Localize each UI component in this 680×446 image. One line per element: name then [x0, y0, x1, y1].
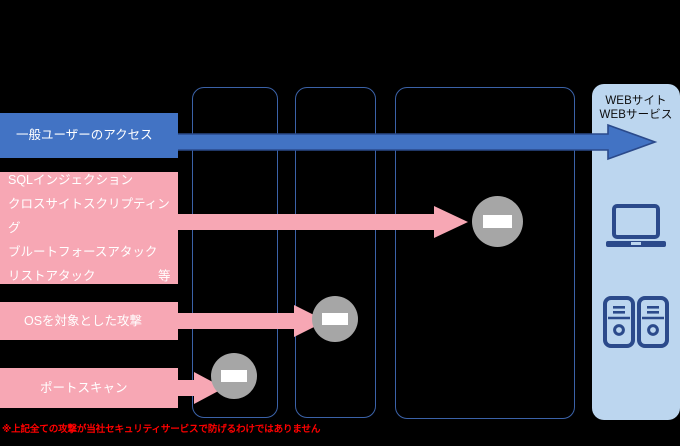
laptop-icon	[604, 202, 668, 254]
traffic-label-text: SQLインジェクション クロスサイトスクリプティング ブルートフォースアタック …	[8, 173, 171, 283]
blocked-traffic-arrow-port-scan	[178, 372, 224, 404]
web-service-title: WEBサイト WEBサービス	[599, 95, 673, 121]
block-bar-icon	[220, 369, 248, 383]
blocked-traffic-arrow-web-attacks	[178, 206, 468, 238]
traffic-label-os-targeted-attacks: OSを対象とした攻撃	[0, 302, 178, 340]
footnote-disclaimer: ※上記全ての攻撃が当社セキュリティサービスで防げるわけではありません	[2, 424, 321, 435]
traffic-label-text: OSを対象とした攻撃	[24, 313, 143, 328]
block-bar-icon	[482, 214, 513, 229]
blocked-marker-layer-1	[211, 353, 257, 399]
traffic-label-web-application-attacks: SQLインジェクション クロスサイトスクリプティング ブルートフォースアタック …	[0, 172, 178, 284]
defense-layer-column-3	[395, 87, 575, 419]
traffic-label-text: ポートスキャン	[40, 380, 128, 395]
traffic-label-port-scan: ポートスキャン	[0, 368, 178, 408]
defense-layer-column-1	[192, 87, 278, 418]
server-icon	[603, 292, 669, 352]
defense-layer-column-2	[295, 87, 376, 418]
blocked-marker-layer-2	[312, 296, 358, 342]
traffic-label-text: 一般ユーザーのアクセス	[16, 128, 153, 142]
block-bar-icon	[321, 312, 349, 326]
traffic-label-general-user-access: 一般ユーザーのアクセス	[0, 113, 178, 158]
blocked-traffic-arrow-os-attacks	[178, 305, 326, 337]
blocked-marker-layer-3	[472, 196, 523, 247]
